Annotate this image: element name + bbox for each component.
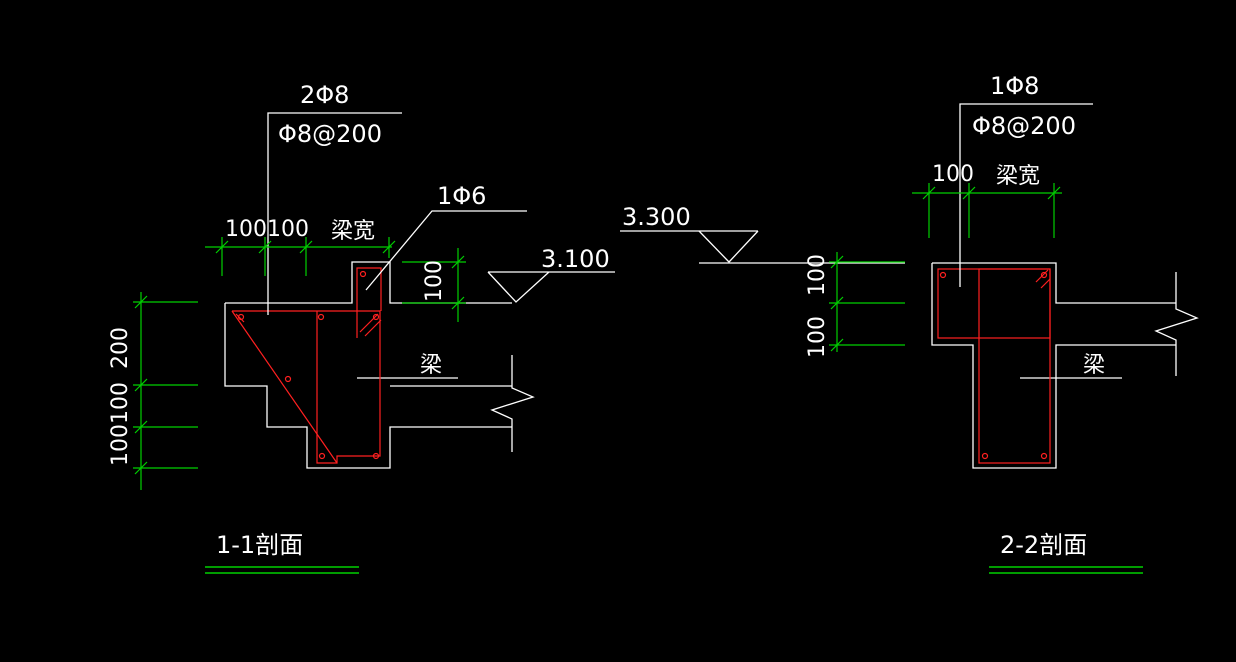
section2-label-stirrup: Φ8@200 bbox=[972, 112, 1076, 140]
section2-dim-v1: 100 bbox=[805, 254, 830, 296]
section1-dim-v1: 200 bbox=[108, 327, 133, 369]
section1-vertical-dimension bbox=[133, 292, 198, 490]
section1-dim-beam-width: 梁宽 bbox=[331, 219, 375, 244]
section1-ledge-dimension bbox=[402, 248, 466, 322]
section2-beam-label: 梁 bbox=[1083, 353, 1105, 378]
section1-bar-dot bbox=[359, 270, 367, 278]
section2-bar-dot bbox=[1040, 452, 1048, 460]
section1-dim-ledge-height: 100 bbox=[422, 260, 447, 302]
section2-dim-v2: 100 bbox=[805, 316, 830, 358]
section1-title: 1-1剖面 bbox=[216, 531, 303, 559]
section1-ledge-hook-a bbox=[359, 313, 379, 333]
section1-beam-break-line bbox=[490, 355, 535, 452]
middle-elevation-text: 3.300 bbox=[622, 203, 691, 231]
section1-ledge-hook-b bbox=[364, 319, 382, 337]
section2-vertical-dimension bbox=[829, 252, 905, 352]
section1-bar-dot bbox=[237, 313, 245, 321]
section2-label-top: 1Φ8 bbox=[990, 72, 1039, 100]
section1-bar-dot bbox=[284, 375, 292, 383]
middle-elevation: 3.300 bbox=[620, 203, 905, 264]
section1-stirrup-main bbox=[232, 310, 381, 464]
section1-horizontal-dimension bbox=[205, 237, 396, 276]
section2-dim-beam-width: 梁宽 bbox=[996, 164, 1040, 189]
section2-bar-dot bbox=[981, 452, 989, 460]
section1-bar-dot bbox=[372, 313, 380, 321]
section-1-1: 梁 2Φ8 Φ8@200 1Φ6 bbox=[108, 81, 615, 574]
section1-bar-dot bbox=[318, 452, 326, 460]
section1-top-leader bbox=[267, 112, 402, 315]
section1-small-bar-leader bbox=[365, 210, 527, 291]
section2-dim-h1: 100 bbox=[932, 162, 974, 187]
section1-label-stirrup: Φ8@200 bbox=[278, 120, 382, 148]
section1-top-hook bbox=[235, 313, 245, 323]
section1-dim-v2: 100 bbox=[108, 382, 133, 424]
section2-stirrup-inner bbox=[978, 268, 1051, 464]
section1-dim-v3: 100 bbox=[108, 424, 133, 466]
section2-hook-b bbox=[1040, 278, 1051, 289]
section1-label-small-bar: 1Φ6 bbox=[437, 182, 486, 210]
section2-title: 2-2剖面 bbox=[1000, 531, 1087, 559]
section1-rebar bbox=[231, 267, 382, 464]
section1-label-top: 2Φ8 bbox=[300, 81, 349, 109]
section-2-2: 梁 1Φ8 Φ8@200 100 梁宽 bbox=[805, 72, 1199, 574]
section1-bar-dot bbox=[372, 452, 380, 460]
section1-diagonal-bar bbox=[231, 310, 338, 464]
section1-dim-h2: 100 bbox=[267, 217, 309, 242]
section2-horizontal-dimension bbox=[912, 183, 1062, 238]
section2-rebar bbox=[937, 268, 1051, 464]
section2-bar-dot bbox=[939, 271, 947, 279]
section1-elevation-marker bbox=[487, 271, 615, 303]
section2-concrete-outline bbox=[931, 262, 1176, 469]
section2-beam-break-line bbox=[1154, 272, 1199, 376]
section2-bar-dot bbox=[1040, 271, 1048, 279]
section2-top-leader bbox=[959, 103, 1093, 287]
section1-elevation: 3.100 bbox=[541, 245, 610, 273]
section1-dim-h1: 100 bbox=[225, 217, 267, 242]
section1-beam-label: 梁 bbox=[420, 353, 442, 378]
middle-elevation-triangle bbox=[698, 230, 759, 263]
section1-ledge-bar bbox=[356, 267, 382, 338]
section1-bar-dot bbox=[317, 313, 325, 321]
